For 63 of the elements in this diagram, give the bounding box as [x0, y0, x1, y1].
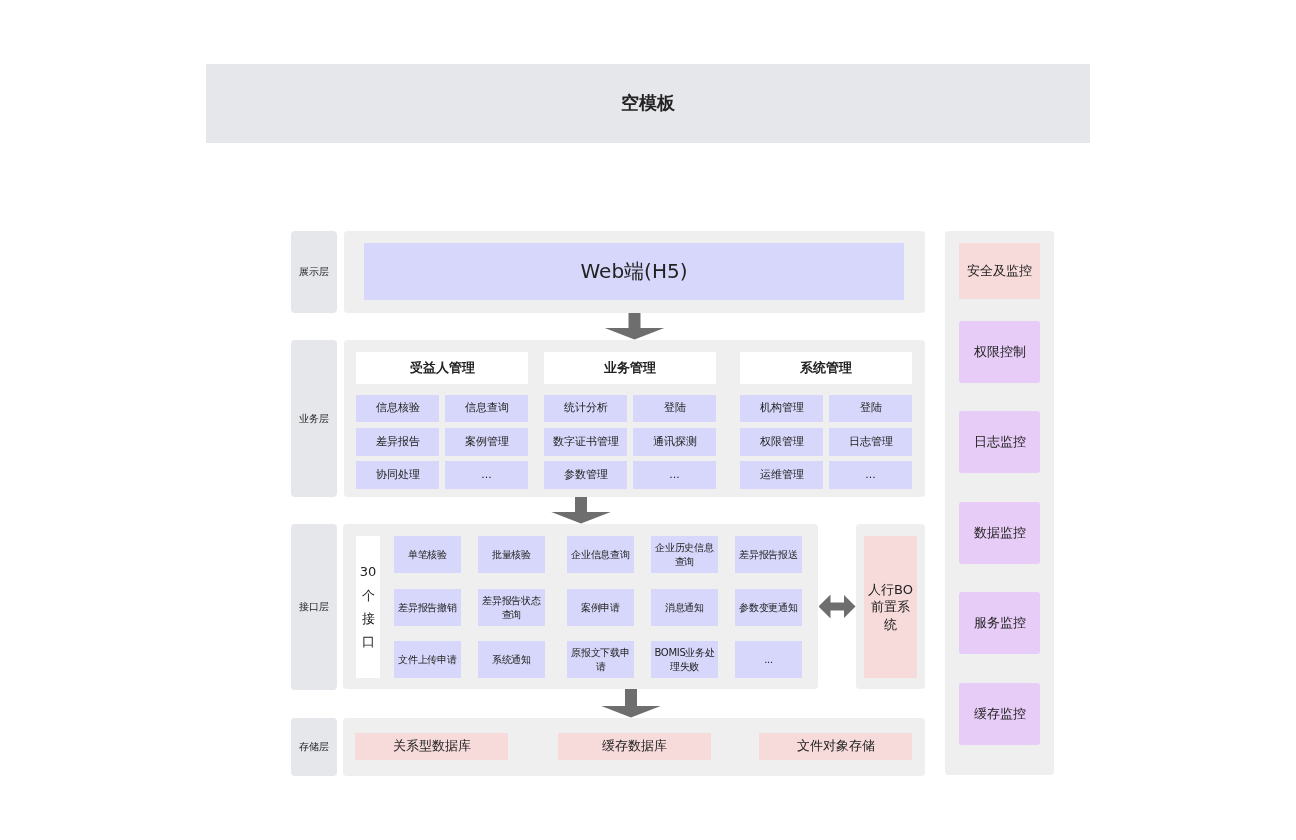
function-box: 协同处理	[356, 461, 439, 489]
security-box: 安全及监控	[959, 243, 1040, 299]
layer-panel	[344, 340, 925, 497]
monitor-box: 权限控制	[959, 321, 1040, 383]
function-box: 登陆	[829, 395, 912, 422]
interface-box: 批量核验	[478, 536, 545, 573]
function-box: 差异报告	[356, 428, 439, 456]
module-header: 系统管理	[740, 352, 912, 384]
function-box: ...	[829, 461, 912, 489]
interface-box: 单笔核验	[394, 536, 461, 573]
interface-box: 消息通知	[651, 589, 718, 626]
interface-box: BOMIS业务处理失败	[651, 641, 718, 678]
layer-panel	[856, 524, 925, 689]
layer-panel	[344, 231, 925, 313]
layer-label: 存储层	[291, 718, 337, 776]
function-box: ...	[633, 461, 716, 489]
monitor-box: 日志监控	[959, 411, 1040, 473]
storage-box: 关系型数据库	[355, 733, 508, 760]
module-header: 受益人管理	[356, 352, 528, 384]
interface-box: 案例申请	[567, 589, 634, 626]
interface-box: 参数变更通知	[735, 589, 802, 626]
interface-box: 原报文下载申请	[567, 641, 634, 678]
block-arrow	[550, 497, 612, 524]
function-box: 通讯探测	[633, 428, 716, 456]
function-box: 权限管理	[740, 428, 823, 456]
function-box: ...	[445, 461, 528, 489]
layer-panel	[343, 524, 818, 689]
function-box: 信息核验	[356, 395, 439, 422]
interface-box: 差异报告状态查询	[478, 589, 545, 626]
interface-box: 文件上传申请	[394, 641, 461, 678]
module-header: 业务管理	[544, 352, 716, 384]
layer-label: 接口层	[291, 524, 337, 690]
client-box: Web端(H5)	[364, 243, 904, 300]
interface-box: ...	[735, 641, 802, 678]
function-box: 数字证书管理	[544, 428, 627, 456]
layer-panel	[945, 231, 1054, 775]
interface-box: 企业历史信息查询	[651, 536, 718, 573]
storage-box: 缓存数据库	[558, 733, 711, 760]
interface-count: 30个接口	[356, 536, 380, 678]
function-box: 信息查询	[445, 395, 528, 422]
interface-box: 差异报告报送	[735, 536, 802, 573]
monitor-box: 缓存监控	[959, 683, 1040, 745]
function-box: 机构管理	[740, 395, 823, 422]
function-box: 运维管理	[740, 461, 823, 489]
function-box: 登陆	[633, 395, 716, 422]
layer-label: 业务层	[291, 340, 337, 497]
layer-label: 展示层	[291, 231, 337, 313]
block-arrow	[603, 313, 666, 340]
title-band: 空模板	[206, 64, 1090, 143]
system-box: 人行BO前置系统	[864, 536, 917, 678]
block-arrow	[600, 689, 662, 718]
double-arrow	[818, 594, 856, 619]
function-box: 统计分析	[544, 395, 627, 422]
function-box: 参数管理	[544, 461, 627, 489]
function-box: 日志管理	[829, 428, 912, 456]
interface-box: 企业信息查询	[567, 536, 634, 573]
storage-box: 文件对象存储	[759, 733, 912, 760]
function-box: 案例管理	[445, 428, 528, 456]
interface-box: 系统通知	[478, 641, 545, 678]
interface-box: 差异报告撤销	[394, 589, 461, 626]
monitor-box: 数据监控	[959, 502, 1040, 564]
monitor-box: 服务监控	[959, 592, 1040, 654]
layer-panel	[343, 718, 925, 776]
